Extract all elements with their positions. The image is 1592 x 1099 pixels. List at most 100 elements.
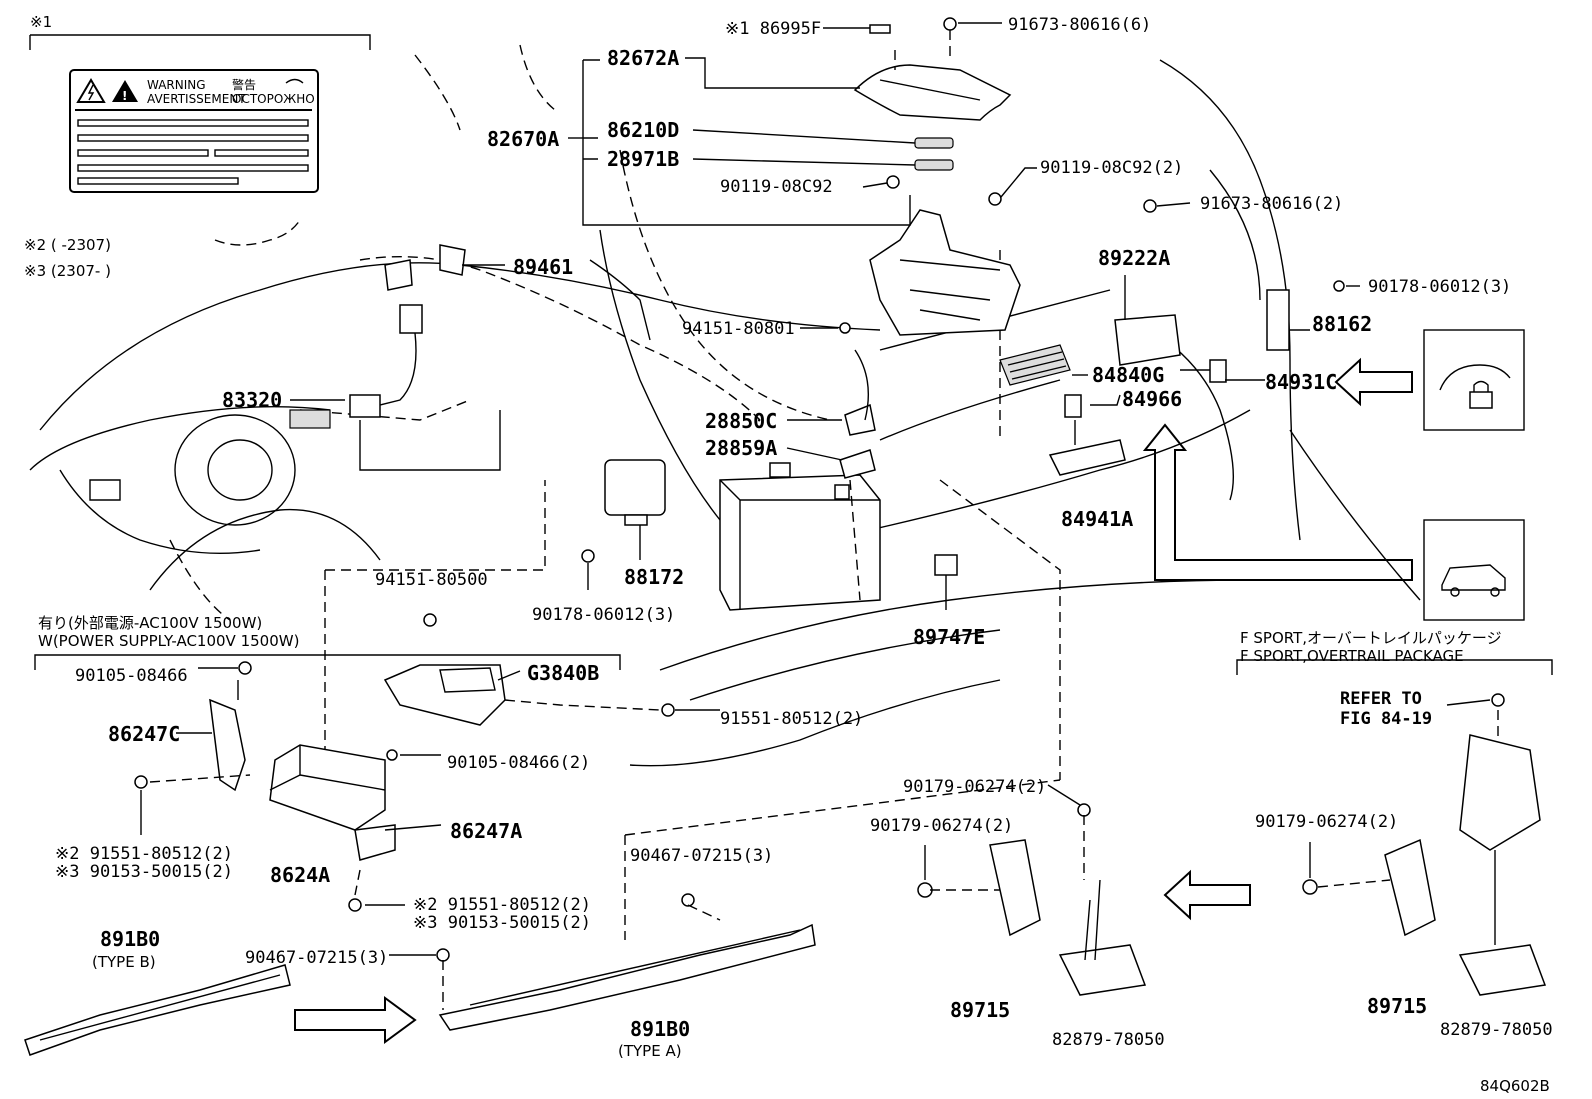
bolt-icon [386, 749, 398, 761]
lower-rail [24, 779, 1061, 1056]
arrow-left-icon [1334, 357, 1413, 407]
label-89715-a: 89715 [950, 998, 1010, 1022]
right-top-parts [999, 275, 1360, 476]
86247C-bracket [209, 698, 246, 792]
clip-icon [436, 948, 450, 962]
G3840B-bracket [383, 664, 506, 726]
82672A-cover [853, 64, 1012, 121]
label-90179-a: 90179-06274(2) [903, 777, 1046, 797]
sensor-connector [624, 514, 648, 526]
bolt-icon [238, 661, 252, 675]
bolt-icon [943, 17, 957, 31]
fuse-box-bracket [869, 209, 1021, 336]
clip-icon [681, 893, 695, 907]
package-jp: F SPORT,オーバートレイルパッケージ [1240, 629, 1502, 647]
arrow-up-icon [1142, 423, 1413, 581]
caution-icon [112, 80, 138, 102]
label-86210D: 86210D [607, 118, 679, 142]
label-82879-b: 82879-78050 [1440, 1020, 1553, 1040]
bolt-icon [348, 898, 362, 912]
lock-inset [1423, 329, 1525, 431]
label-28971B: 28971B [607, 147, 679, 171]
battery-area [719, 322, 881, 611]
svg-text:!: ! [122, 89, 127, 103]
28850C-clamp [844, 403, 876, 436]
86995F-sticker [869, 24, 891, 34]
label-82670A: 82670A [487, 127, 559, 151]
warning-text-ru: ОСТОРОЖНО [232, 92, 315, 106]
89461-connector-a [384, 259, 413, 291]
bolt-icon [661, 703, 675, 717]
84941A-switch [1048, 439, 1126, 476]
warning-label [69, 69, 319, 193]
nut-icon [1302, 879, 1318, 895]
86210D-part [914, 137, 954, 149]
lock-icon [1469, 391, 1493, 409]
nut-icon [917, 882, 933, 898]
label-90178-b: 90178-06012(3) [532, 605, 675, 625]
label-91673-a: 91673-80616(6) [1008, 15, 1151, 35]
88172-sensor [604, 459, 666, 516]
bolt-icon [1143, 199, 1157, 213]
label-90467-a: 90467-07215(3) [630, 846, 773, 866]
label-91551-a: 91551-80512(2) [720, 709, 863, 729]
power-supply-group [34, 654, 720, 912]
891B0-type-a [438, 923, 816, 1031]
label-891B0-b: 891B0 [100, 927, 160, 951]
warning-text-en: WARNING [147, 78, 206, 92]
label-94151-b: 94151-80500 [375, 570, 488, 590]
82879-bracket-b [1458, 944, 1547, 996]
label-8624A: 8624A [270, 863, 330, 887]
label-91673-b: 91673-80616(2) [1200, 194, 1343, 214]
label-84941A: 84941A [1061, 507, 1133, 531]
label-89715-b: 89715 [1367, 994, 1427, 1018]
nut-icon [423, 613, 437, 627]
label-90105-b: 90105-08466(2) [447, 753, 590, 773]
label-28859A: 28859A [705, 436, 777, 460]
label-91551-c: ※2 91551-80512(2) [413, 895, 591, 915]
86247A-bracket [354, 824, 396, 861]
bolt-icon [886, 175, 900, 189]
nut-icon [1333, 280, 1345, 292]
label-89461: 89461 [513, 255, 573, 279]
label-891B0-a: 891B0 [630, 1017, 690, 1041]
83320-pad [289, 409, 331, 429]
label-88162: 88162 [1312, 312, 1372, 336]
label-86247A: 86247A [450, 819, 522, 843]
label-84966: 84966 [1122, 387, 1182, 411]
label-90153-a: ※3 90153-50015(2) [55, 862, 233, 882]
89461-connector-b [439, 244, 466, 276]
warning-text-jp: 警告 [232, 77, 256, 92]
arrow-right-icon [294, 996, 417, 1044]
figure-code: 84Q602B [1480, 1077, 1550, 1095]
label-G3840B: G3840B [527, 661, 599, 685]
84966-switch [1064, 394, 1082, 418]
refer-to-line2: FIG 84-19 [1340, 709, 1432, 729]
warning-label-group: ※1 ! WARNING AVERTISSEMENT 警告 ОСТОРОЖНО [29, 13, 371, 193]
89715-sensor-b [1384, 838, 1436, 937]
label-88172: 88172 [624, 565, 684, 589]
label-89222A: 89222A [1098, 246, 1170, 270]
lower-right-sensors [917, 659, 1553, 996]
battery [719, 474, 881, 611]
refer-to-line1: REFER TO [1340, 689, 1422, 709]
label-90179-b: 90179-06274(2) [870, 816, 1013, 836]
package-en: F SPORT,OVERTRAIL PACKAGE [1240, 647, 1464, 665]
label-90178-a: 90178-06012(3) [1368, 277, 1511, 297]
hv-warning-icon [76, 78, 106, 103]
power-supply-en: W(POWER SUPPLY-AC100V 1500W) [38, 632, 299, 650]
bolt-icon [134, 775, 148, 789]
label-90179-c: 90179-06274(2) [1255, 812, 1398, 832]
label-86995F: ※1 86995F [725, 19, 821, 39]
bolt-icon [1491, 693, 1505, 707]
note-2: ※2 ( -2307) [24, 236, 111, 254]
liftgate-inset [1423, 519, 1525, 621]
note-1: ※1 [30, 13, 52, 31]
arrow-left-icon [1163, 869, 1251, 921]
89715-sensor-a [989, 839, 1041, 937]
82879-bracket-a [1058, 944, 1147, 996]
label-91551-b: ※2 91551-80512(2) [55, 844, 233, 864]
battery-terminal [834, 484, 850, 500]
